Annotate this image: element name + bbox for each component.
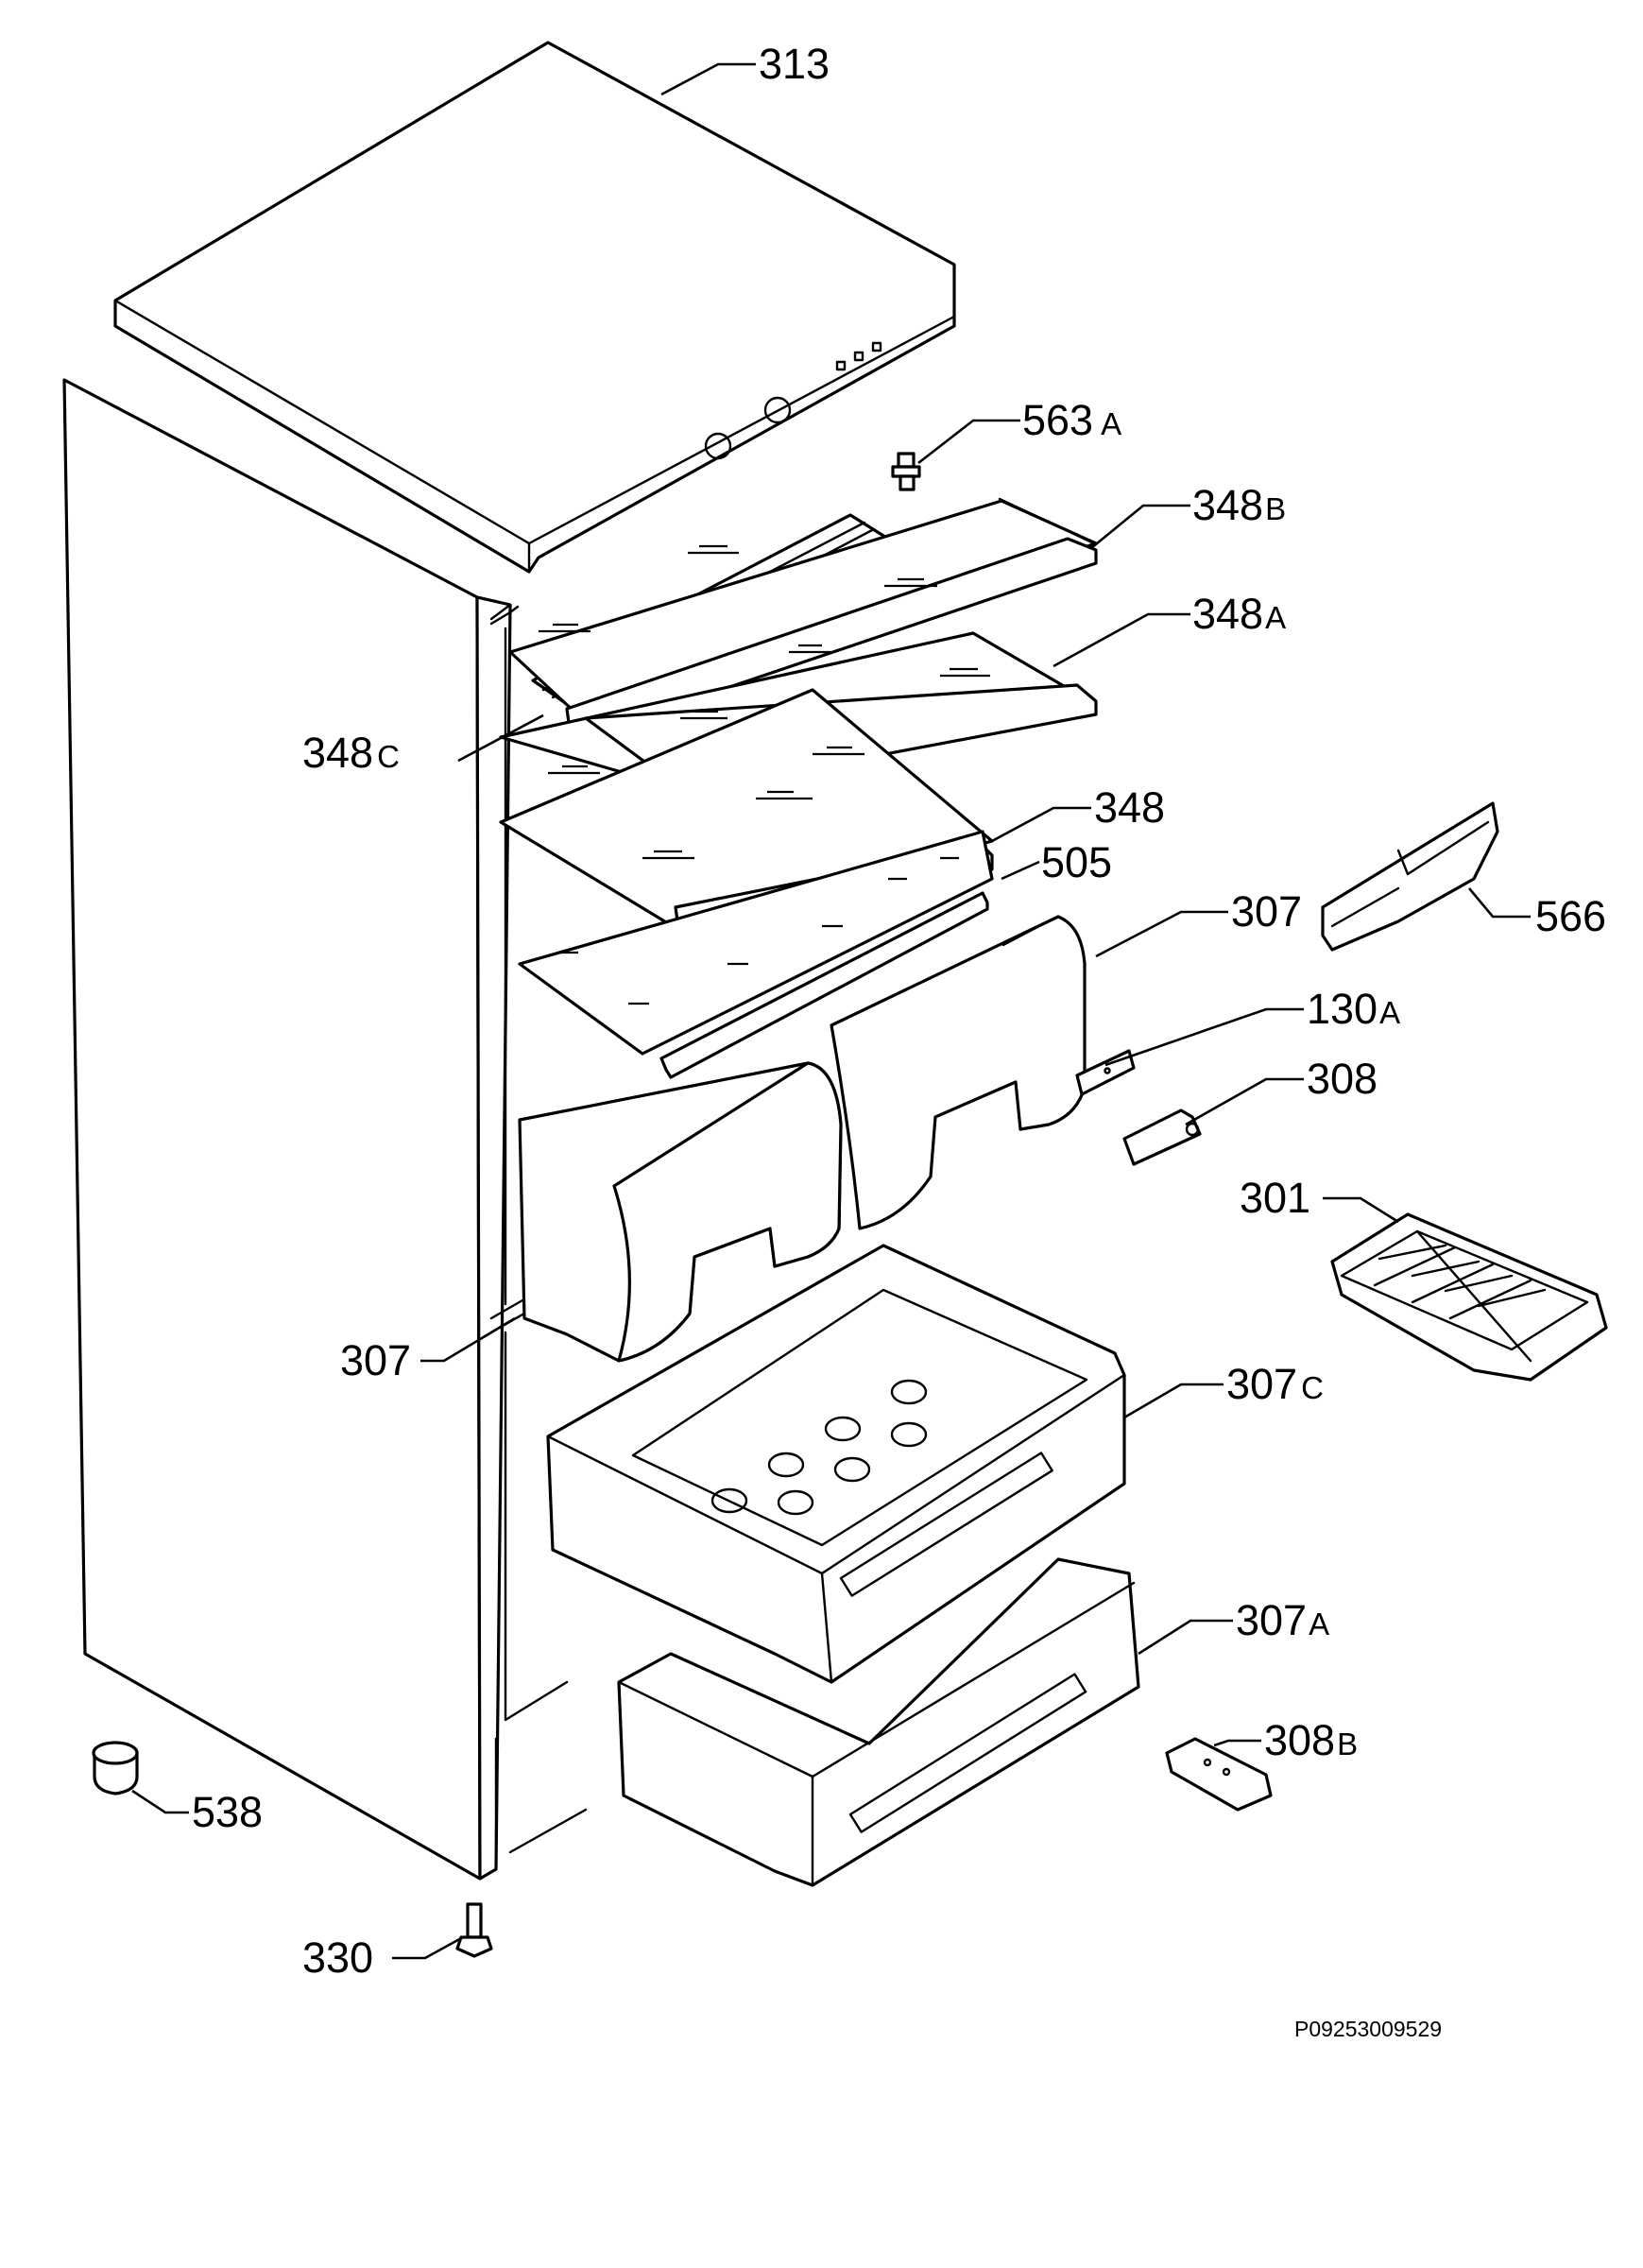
label-308: 308 bbox=[1307, 1055, 1378, 1103]
adjustable-foot-330 bbox=[455, 1902, 493, 1958]
label-307a: 307A bbox=[1236, 1596, 1329, 1644]
foot-538 bbox=[92, 1741, 139, 1796]
label-330: 330 bbox=[302, 1933, 373, 1982]
label-308b: 308B bbox=[1264, 1716, 1358, 1764]
glass-plate-505 bbox=[518, 830, 994, 1079]
hinge-308 bbox=[1122, 1108, 1202, 1166]
reference-code: P09253009529 bbox=[1294, 2017, 1442, 2041]
cabinet-body bbox=[62, 378, 588, 1881]
label-505: 505 bbox=[1041, 838, 1112, 886]
freezer-basket-307-left bbox=[518, 1061, 843, 1363]
glass-reflections bbox=[539, 544, 990, 1005]
label-307-top: 307 bbox=[1231, 887, 1302, 936]
screw-563a bbox=[891, 452, 921, 491]
scraper-566 bbox=[1321, 801, 1499, 952]
hinge-plate-308b bbox=[1165, 1737, 1273, 1812]
bracket-130a bbox=[1075, 1049, 1136, 1096]
ice-tray-301 bbox=[1330, 1212, 1608, 1382]
label-313: 313 bbox=[759, 40, 830, 88]
label-538: 538 bbox=[192, 1788, 263, 1836]
label-130a: 130A bbox=[1307, 985, 1400, 1033]
label-348a: 348A bbox=[1192, 590, 1286, 638]
label-566: 566 bbox=[1535, 892, 1606, 940]
crisper-drawer-307c bbox=[546, 1244, 1126, 1684]
label-301: 301 bbox=[1240, 1174, 1310, 1222]
leader-lines bbox=[131, 62, 1531, 1960]
freezer-basket-307-right bbox=[830, 915, 1087, 1230]
label-307-left: 307 bbox=[340, 1336, 411, 1384]
label-348b: 348B bbox=[1192, 481, 1286, 529]
label-348: 348 bbox=[1094, 783, 1165, 832]
top-cover-313 bbox=[113, 41, 956, 574]
drawer-307a bbox=[617, 1557, 1140, 1887]
